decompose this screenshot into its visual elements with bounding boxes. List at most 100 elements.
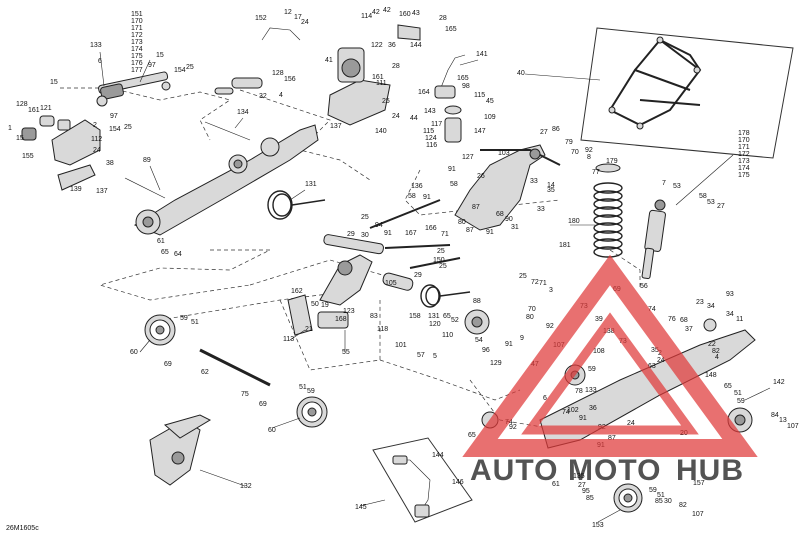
callout-number: 63 xyxy=(648,363,656,370)
callout-number: 55 xyxy=(342,349,350,356)
callout-number: 132 xyxy=(240,483,252,490)
callout-number: 39 xyxy=(595,316,603,323)
callout-number: 28 xyxy=(392,63,400,70)
callout-number: 17 xyxy=(294,14,302,21)
callout-number: 11 xyxy=(736,316,743,323)
callout-number: 165 xyxy=(445,26,457,33)
callout-number: 91 xyxy=(505,341,513,348)
callout-number: 133 xyxy=(90,42,102,49)
callout-number: 110 xyxy=(442,332,453,339)
callout-number: 15 xyxy=(16,135,24,142)
callout-number: 29 xyxy=(414,272,422,279)
callout-number: 89 xyxy=(143,157,151,164)
callout-number: 150 xyxy=(433,257,445,264)
callout-number: 15 xyxy=(156,52,164,59)
callout-number: 118 xyxy=(377,326,388,333)
part-front-shock xyxy=(96,71,171,107)
callout-number: 53 xyxy=(673,183,681,190)
callout-number: 167 xyxy=(405,230,417,237)
callout-number: 172 xyxy=(738,151,750,158)
callout-number: 166 xyxy=(425,225,437,232)
callout-number: 54 xyxy=(475,337,483,344)
part-wheel-60-right xyxy=(296,396,328,428)
callout-number: 6 xyxy=(98,58,102,65)
callout-number: 24 xyxy=(301,19,309,26)
callout-number: 83 xyxy=(370,313,378,320)
callout-number: 168 xyxy=(335,316,347,323)
callout-number: 51 xyxy=(191,319,199,326)
part-front-bracket xyxy=(21,115,101,191)
callout-number: 84 xyxy=(771,412,779,419)
callout-number: 24 xyxy=(627,420,635,427)
callout-number: 6 xyxy=(543,395,547,402)
callout-number: 103 xyxy=(498,150,510,157)
callout-number: 72 xyxy=(531,279,539,286)
callout-number: 102 xyxy=(567,407,579,414)
part-bracket-132 xyxy=(149,414,212,486)
callout-number: 154 xyxy=(174,67,186,74)
part-wheel-88 xyxy=(464,309,490,335)
callout-number: 109 xyxy=(484,114,496,121)
callout-number: 121 xyxy=(40,105,52,112)
callout-number: 80 xyxy=(526,314,534,321)
callout-number: 35 xyxy=(547,187,555,194)
part-rear-shock-spring-180 xyxy=(593,163,623,258)
callout-number: 61 xyxy=(157,238,165,245)
callout-number: 144 xyxy=(432,452,444,459)
callout-number: 173 xyxy=(131,39,143,46)
callout-number: 138 xyxy=(603,328,615,335)
part-bracket-162 xyxy=(287,294,349,336)
callout-number: 82 xyxy=(679,502,687,509)
callout-number: 97 xyxy=(110,113,118,120)
callout-number: 68 xyxy=(680,317,688,324)
part-center-arm xyxy=(319,234,384,306)
callout-number: 56 xyxy=(640,283,648,290)
callout-number: 136 xyxy=(411,183,423,190)
callout-number: 114 xyxy=(361,13,372,20)
callout-number: 87 xyxy=(466,227,474,234)
callout-number: 45 xyxy=(486,98,494,105)
callout-number: 161 xyxy=(28,107,40,114)
callout-number: 92 xyxy=(509,424,517,431)
callout-number: 170 xyxy=(738,137,750,144)
callout-number: 51 xyxy=(657,492,665,499)
callout-number: 154 xyxy=(109,126,121,133)
callout-number: 96 xyxy=(482,347,490,354)
callout-number: 25 xyxy=(361,214,369,221)
part-wheel-60-left xyxy=(144,314,176,346)
callout-number: 34 xyxy=(726,311,734,318)
callout-number: 61 xyxy=(552,481,560,488)
callout-number: 98 xyxy=(462,83,470,90)
part-rods xyxy=(369,199,461,291)
callout-number: 58 xyxy=(699,193,707,200)
callout-number: 151 xyxy=(131,11,143,18)
part-wheel-153 xyxy=(613,483,643,513)
callout-number: 91 xyxy=(384,230,392,237)
callout-number: 174 xyxy=(738,165,750,172)
callout-number: 43 xyxy=(412,10,420,17)
callout-number: 42 xyxy=(372,9,380,16)
callout-number: 4 xyxy=(715,354,719,361)
callout-number: 78 xyxy=(575,388,583,395)
callout-number: 59 xyxy=(180,315,188,322)
callout-number: 92 xyxy=(585,147,593,154)
callout-number: 71 xyxy=(539,280,547,287)
callout-number: 91 xyxy=(579,415,587,422)
callout-number: 60 xyxy=(268,427,276,434)
callout-number: 115 xyxy=(423,128,434,135)
callout-number: 35 xyxy=(651,347,659,354)
callout-number: 161 xyxy=(372,74,384,81)
callout-number: 124 xyxy=(425,135,437,142)
callout-number: 171 xyxy=(738,144,750,151)
callout-number: 91 xyxy=(448,166,456,173)
callout-number: 58 xyxy=(450,181,458,188)
callout-number: 155 xyxy=(22,153,34,160)
callout-number: 142 xyxy=(773,379,785,386)
callout-number: 175 xyxy=(738,172,750,179)
callout-number: 25 xyxy=(519,273,527,280)
callout-number: 64 xyxy=(174,251,182,258)
callout-number: 36 xyxy=(589,405,597,412)
callout-number: 2 xyxy=(93,122,97,129)
callout-number: 41 xyxy=(325,57,333,64)
